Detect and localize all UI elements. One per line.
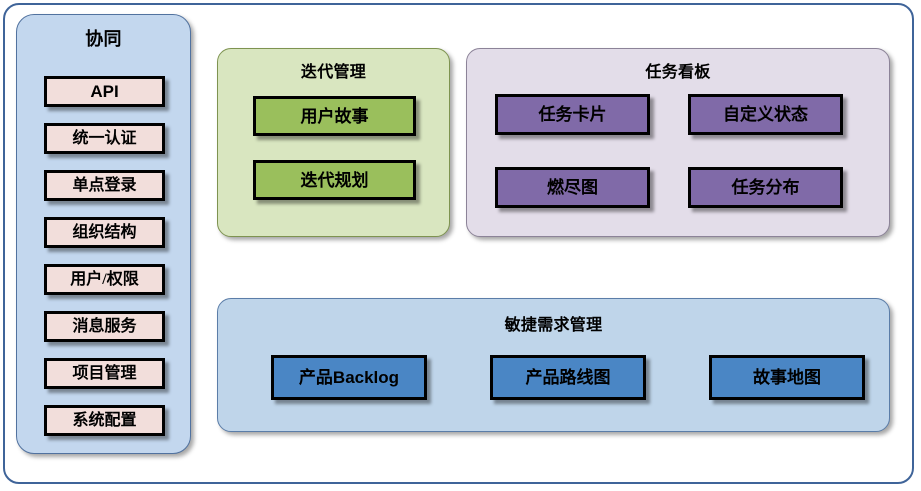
sidebar-item-system-config[interactable]: 系统配置 <box>44 405 165 436</box>
collaboration-sidebar-panel: 协同 API 统一认证 单点登录 组织结构 用户/权限 消息服务 项目管理 系统… <box>16 14 191 454</box>
taskboard-item-custom-status[interactable]: 自定义状态 <box>688 94 843 135</box>
sidebar-item-unified-auth[interactable]: 统一认证 <box>44 123 165 154</box>
iteration-item-iteration-planning[interactable]: 迭代规划 <box>253 160 416 200</box>
iteration-management-panel: 迭代管理 用户故事 迭代规划 <box>217 48 450 237</box>
sidebar-item-project-management[interactable]: 项目管理 <box>44 358 165 389</box>
sidebar-item-org-structure[interactable]: 组织结构 <box>44 217 165 248</box>
iteration-item-user-story[interactable]: 用户故事 <box>253 96 416 136</box>
agile-item-story-map[interactable]: 故事地图 <box>709 355 865 400</box>
sidebar-item-user-permission[interactable]: 用户/权限 <box>44 264 165 295</box>
agile-item-product-roadmap[interactable]: 产品路线图 <box>490 355 646 400</box>
task-board-panel: 任务看板 任务卡片 自定义状态 燃尽图 任务分布 <box>466 48 890 237</box>
sidebar-item-api[interactable]: API <box>44 76 165 107</box>
outer-frame <box>3 3 914 484</box>
sidebar-item-sso[interactable]: 单点登录 <box>44 170 165 201</box>
taskboard-panel-title: 任务看板 <box>645 64 711 81</box>
taskboard-item-task-distribution[interactable]: 任务分布 <box>688 167 843 208</box>
iteration-panel-title: 迭代管理 <box>300 64 367 81</box>
taskboard-item-burndown-chart[interactable]: 燃尽图 <box>495 167 650 208</box>
taskboard-item-task-card[interactable]: 任务卡片 <box>495 94 650 135</box>
sidebar-title: 协同 <box>85 29 122 49</box>
agile-panel-title: 敏捷需求管理 <box>504 317 603 334</box>
agile-requirement-panel: 敏捷需求管理 产品Backlog 产品路线图 故事地图 <box>217 298 890 432</box>
agile-item-product-backlog[interactable]: 产品Backlog <box>271 355 427 400</box>
sidebar-item-message-service[interactable]: 消息服务 <box>44 311 165 342</box>
